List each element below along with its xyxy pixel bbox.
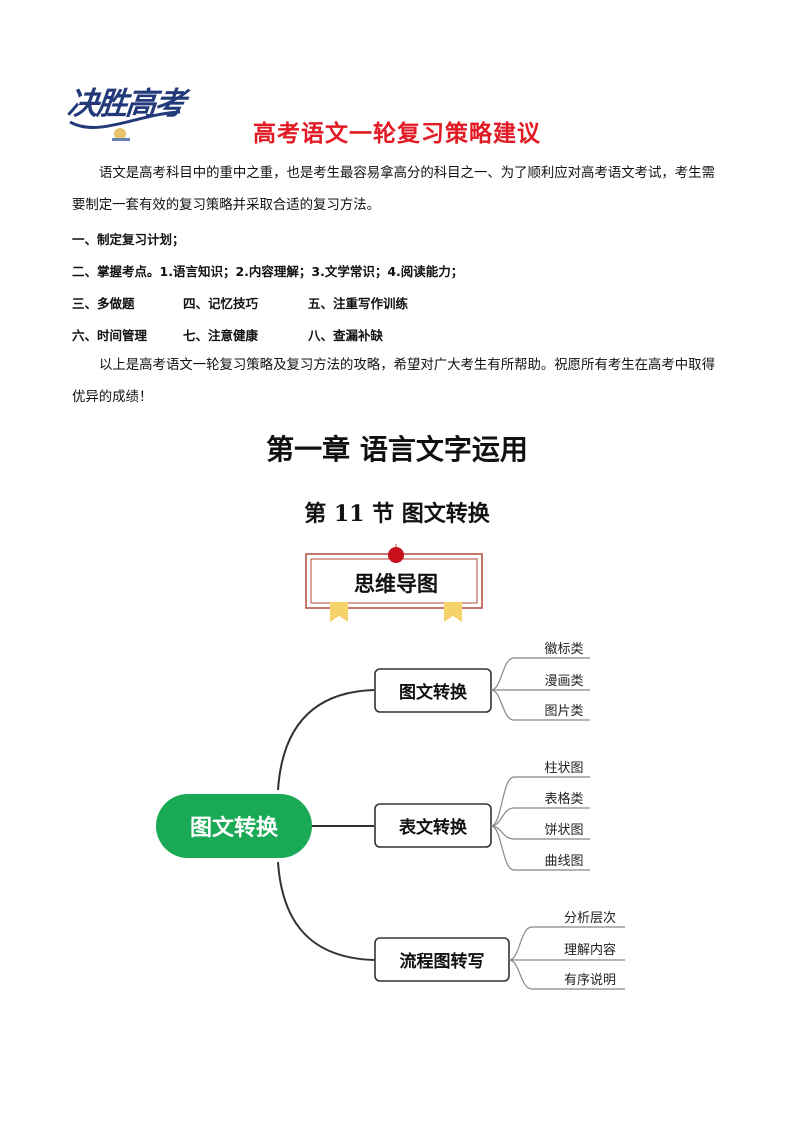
ribbon-left-icon xyxy=(330,602,348,622)
branch-label-1: 图文转换 xyxy=(399,682,468,703)
section-heading: 第 11 节 图文转换 xyxy=(304,501,490,527)
branch-label-2: 表文转换 xyxy=(399,817,468,838)
leaf-3-1: 分析层次 xyxy=(564,910,616,926)
leaf-1-2: 漫画类 xyxy=(544,674,583,689)
leaf-2-1: 柱状图 xyxy=(544,761,583,776)
leaf-2-4: 曲线图 xyxy=(544,854,583,869)
ribbon-right-icon xyxy=(444,602,462,622)
item-line-1: 一、制定复习计划； xyxy=(72,232,185,247)
logo-swoosh-icon xyxy=(69,110,181,141)
chapter-heading: 第一章 语言文字运用 xyxy=(266,433,528,466)
item-6: 六、时间管理 xyxy=(72,328,148,343)
document-title: 高考语文一轮复习策略建议 xyxy=(253,121,541,147)
intro-paragraph: 语文是高考科目中的重中之重，也是考生最容易拿高分的科目之一、为了顺利应对高考语文… xyxy=(72,166,715,213)
banner: 思维导图 xyxy=(305,544,483,622)
leaf-3-3: 有序说明 xyxy=(564,973,616,988)
leaf-1-1: 徽标类 xyxy=(544,642,583,657)
root-label: 图文转换 xyxy=(190,815,279,841)
branch-node-3: 流程图转写 分析层次 理解内容 有序说明 xyxy=(374,910,625,990)
item-3: 三、多做题 xyxy=(72,296,135,311)
branch-node-1: 图文转换 徽标类 漫画类 图片类 xyxy=(374,642,590,721)
item-4: 四、记忆技巧 xyxy=(183,296,259,311)
item-5: 五、注重写作训练 xyxy=(308,296,409,311)
item-line-3: 三、多做题 四、记忆技巧 五、注重写作训练 xyxy=(72,293,408,312)
item-line-2: 二、掌握考点。1.语言知识；2.内容理解；3.文学常识；4.阅读能力； xyxy=(72,264,464,279)
outro-paragraph: 以上是高考语文一轮复习策略及复习方法的攻略，希望对广大考生有所帮助。祝愿所有考生… xyxy=(72,358,715,405)
logo: 决胜高考 xyxy=(66,78,186,144)
leaf-2-3: 饼状图 xyxy=(544,823,583,838)
banner-dot-icon xyxy=(388,547,404,563)
leaf-2-2: 表格类 xyxy=(544,791,583,807)
item-line-4: 六、时间管理 七、注意健康 八、查漏补缺 xyxy=(72,325,383,344)
root-connectors xyxy=(277,689,375,961)
mind-map: 思维导图 图文转换 图文转换 徽标类 漫画类 图片类 表文转换 柱状图 表格类 … xyxy=(156,544,625,990)
leaf-3-2: 理解内容 xyxy=(564,942,616,958)
leaf-1-3: 图片类 xyxy=(544,704,583,719)
banner-title: 思维导图 xyxy=(354,572,438,596)
item-7: 七、注意健康 xyxy=(183,328,259,343)
branch-node-2: 表文转换 柱状图 表格类 饼状图 曲线图 xyxy=(374,761,590,871)
item-8: 八、查漏补缺 xyxy=(308,328,384,343)
branch-label-3: 流程图转写 xyxy=(400,951,485,972)
root-node: 图文转换 xyxy=(156,794,312,858)
